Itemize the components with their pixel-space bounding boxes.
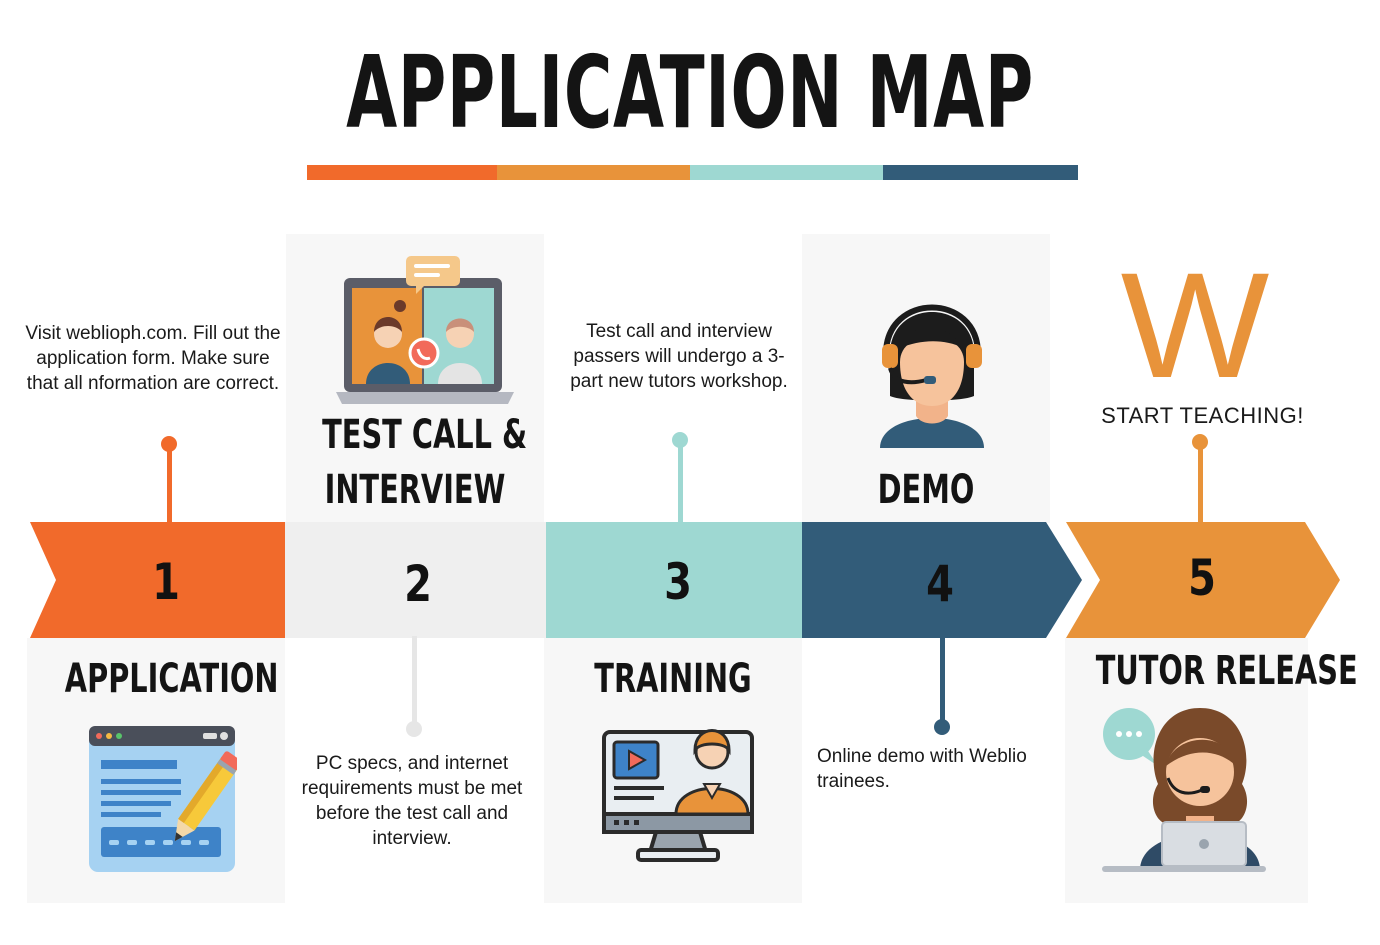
tutor-laptop-icon	[1102, 708, 1266, 872]
connector-dot-1	[161, 436, 177, 452]
step-label-3: TRAINING	[594, 656, 752, 702]
step-number-3: 3	[664, 553, 692, 611]
step-description-5: START TEACHING!	[1101, 403, 1304, 428]
connector-dot-3	[672, 432, 688, 448]
title-underline-seg-1	[307, 165, 497, 180]
application-form-icon	[89, 726, 237, 872]
connector-stem-5	[1198, 446, 1203, 524]
step-label-1: APPLICATION	[64, 656, 279, 702]
connector-stem-4	[940, 636, 945, 724]
step-label-2-line-1: TEST CALL &	[322, 412, 528, 458]
title-underline-seg-2	[497, 165, 690, 180]
connector-stem-3	[678, 442, 683, 524]
arrow-segment-3	[546, 522, 802, 638]
step-number-4: 4	[926, 555, 954, 613]
arrow-segment-2	[285, 522, 546, 638]
training-monitor-icon	[602, 729, 754, 862]
step-description-1: Visit weblioph.com. Fill out the applica…	[25, 323, 281, 394]
step-description-4: Online demo with Weblio trainees.	[817, 746, 1027, 792]
title-underline-seg-4	[883, 165, 1078, 180]
connector-stem-2	[412, 636, 417, 724]
step-description-3: Test call and interview passers will und…	[570, 321, 788, 392]
arrow-segment-1	[30, 522, 285, 638]
step-label-5: TUTOR RELEASE	[1095, 648, 1358, 694]
step-number-5: 5	[1188, 549, 1216, 607]
connector-stem-1	[167, 446, 172, 524]
step-label-2-line-2: INTERVIEW	[324, 467, 506, 513]
video-call-icon	[336, 256, 514, 404]
arrow-segment-4	[802, 522, 1082, 638]
step-label-4: DEMO	[877, 467, 975, 513]
page-title: APPLICATION MAP	[346, 34, 1034, 151]
arrow-segment-5	[1066, 522, 1340, 638]
step-number-2: 2	[404, 555, 432, 613]
title-underline-seg-3	[690, 165, 883, 180]
step-number-1: 1	[152, 553, 180, 611]
connector-dot-2	[406, 721, 422, 737]
connector-dot-5	[1192, 434, 1208, 450]
headset-agent-icon	[880, 304, 984, 448]
connector-dot-4	[934, 719, 950, 735]
weblio-logo: W	[1120, 241, 1270, 409]
step-description-2: PC specs, and internet requirements must…	[301, 753, 523, 849]
